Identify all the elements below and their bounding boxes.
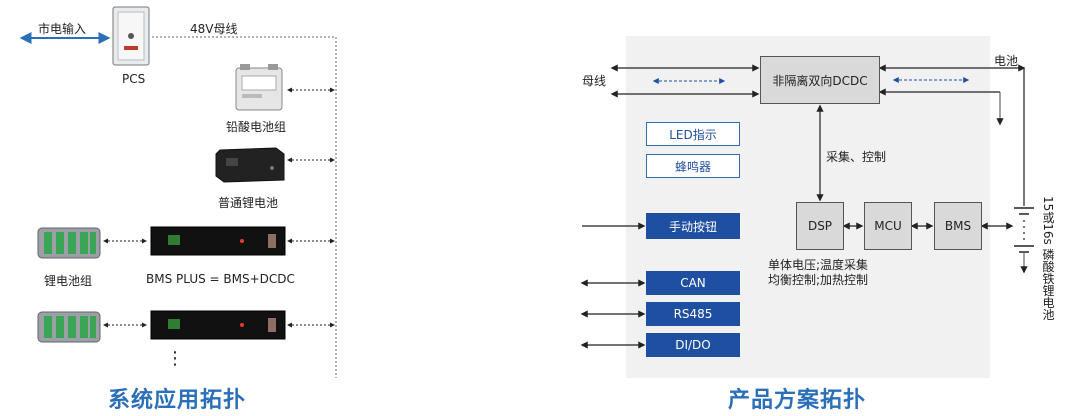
bms-plus-module-icon [150, 226, 286, 256]
more-ellipsis: ⋮ [166, 348, 184, 369]
bus-48v-label: 48V母线 [190, 22, 238, 36]
li-battery-icon [214, 144, 286, 184]
bms-block: BMS [934, 202, 982, 250]
bms-plus-label: BMS PLUS = BMS+DCDC [146, 272, 295, 286]
system-topology-caption: 系统应用拓扑 [108, 388, 247, 413]
cell-spec-label: 15或16s 磷酸铁锂电池 [1041, 196, 1055, 321]
can-block: CAN [646, 271, 740, 295]
dido-block: DI/DO [646, 333, 740, 357]
notes-line-1: 单体电压;温度采集 [768, 258, 869, 272]
pcs-device-icon [112, 6, 152, 68]
led-indicator-block: LED指示 [646, 122, 740, 146]
li-pack-icon-2 [34, 304, 106, 348]
lead-acid-battery-label: 铅酸电池组 [226, 120, 287, 134]
product-topology-caption: 产品方案拓扑 [728, 388, 867, 413]
li-pack-icon [34, 220, 106, 264]
lead-acid-battery-icon [232, 62, 288, 114]
li-battery-label: 普通锂电池 [218, 196, 279, 210]
rs485-block: RS485 [646, 302, 740, 326]
pcs-label: PCS [122, 72, 146, 86]
mcu-block: MCU [864, 202, 912, 250]
dsp-block: DSP [796, 202, 844, 250]
buzzer-block: 蜂鸣器 [646, 154, 740, 178]
grid-input-label: 市电输入 [38, 22, 87, 36]
bus-label: 母线 [582, 74, 607, 88]
dcdc-block: 非隔离双向DCDC [760, 56, 880, 104]
li-pack-label: 锂电池组 [44, 274, 93, 288]
manual-button-block: 手动按钮 [646, 213, 740, 239]
notes-line-2: 均衡控制;加热控制 [768, 273, 869, 287]
bms-plus-module-icon-2 [150, 310, 286, 340]
collect-control-label: 采集、控制 [826, 150, 887, 164]
battery-label: 电池 [994, 54, 1019, 68]
